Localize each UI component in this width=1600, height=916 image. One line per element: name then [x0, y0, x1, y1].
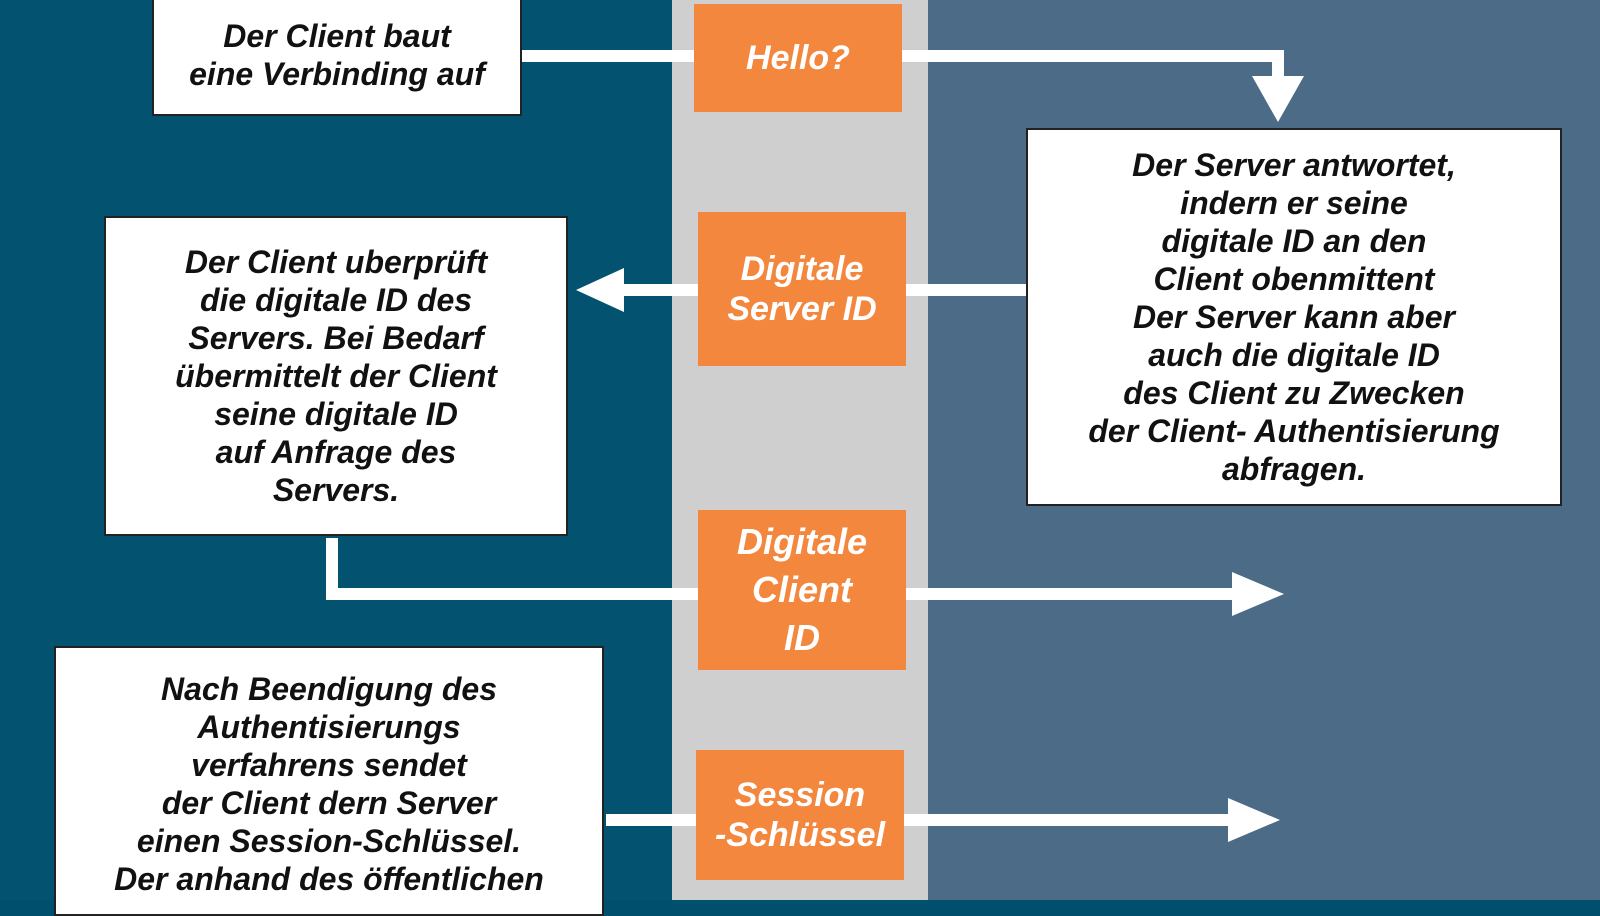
- client-connect-box: Der Client baut eine Verbinding auf: [152, 0, 522, 116]
- message-hello: Hello?: [694, 4, 902, 112]
- arrowhead-session-key: [1228, 798, 1280, 842]
- message-session-key: Session -Schlüssel: [696, 750, 904, 880]
- client-session-box: Nach Beendigung des Authentisierungs ver…: [54, 646, 604, 916]
- arrowhead-hello: [1252, 76, 1304, 122]
- message-client-id-label: Digitale Client ID: [736, 521, 868, 658]
- server-response-text: Der Server antwortet, indern er seine di…: [1088, 147, 1500, 487]
- client-verify-text: Der Client uberprüft die digitale ID des…: [175, 244, 497, 508]
- client-connect-text: Der Client baut eine Verbinding auf: [189, 18, 485, 92]
- message-server-id-label: Digitale Server ID: [727, 250, 877, 328]
- message-server-id: Digitale Server ID: [698, 212, 906, 366]
- arrowhead-server-id: [576, 268, 624, 312]
- client-verify-box: Der Client uberprüft die digitale ID des…: [104, 216, 568, 536]
- arrow-client-id: [326, 538, 1234, 600]
- arrowhead-client-id: [1232, 572, 1284, 616]
- server-response-box: Der Server antwortet, indern er seine di…: [1026, 128, 1562, 506]
- message-hello-label: Hello?: [746, 39, 850, 77]
- message-session-key-label: Session -Schlüssel: [714, 776, 886, 854]
- client-session-text: Nach Beendigung des Authentisierungs ver…: [114, 671, 544, 897]
- message-client-id: Digitale Client ID: [698, 510, 906, 670]
